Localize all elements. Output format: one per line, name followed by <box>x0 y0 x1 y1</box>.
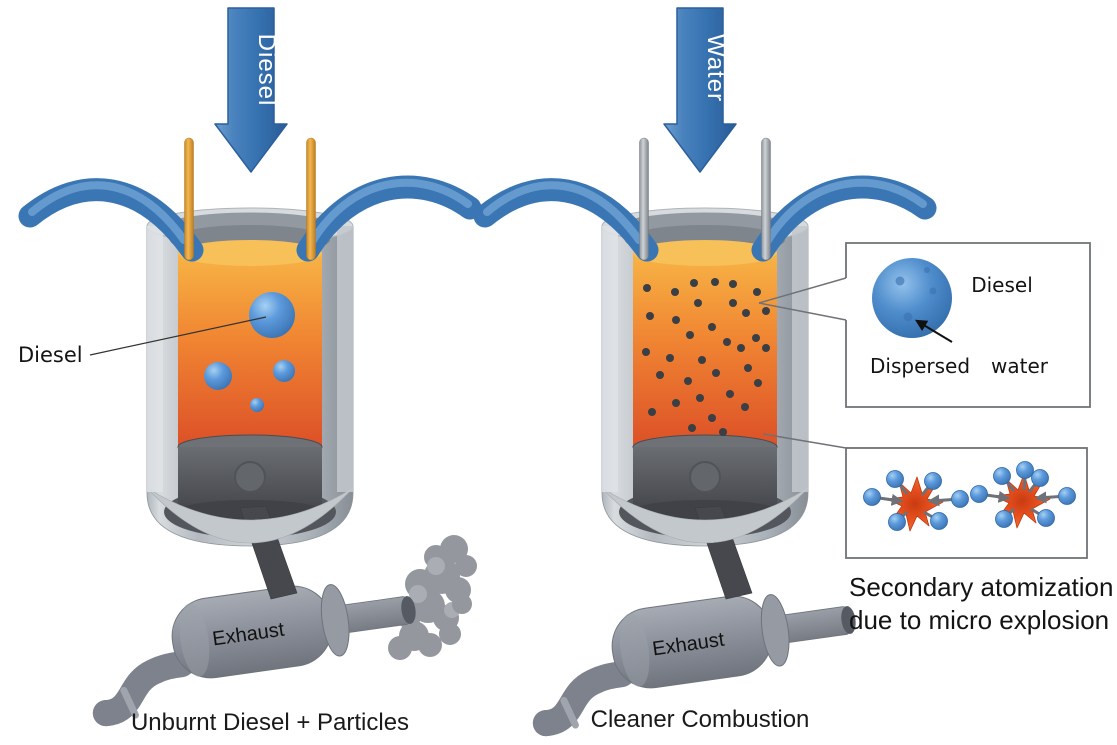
water-droplet-dot <box>726 390 734 398</box>
info-panel: Diesel Dispersed water Secondary atomiza… <box>758 242 1113 635</box>
diesel-callout-label: Diesel <box>18 343 83 367</box>
explosion-connector <box>1022 477 1027 491</box>
diesel-bubble <box>249 292 295 338</box>
water-droplet-dot <box>762 344 770 352</box>
droplet-box-border <box>845 242 1091 408</box>
diesel-droplet-sphere <box>872 258 952 338</box>
callout-line-lower <box>758 302 847 321</box>
right-exhaust-muffler: Exhaust <box>519 579 865 737</box>
water-droplet-dot <box>688 424 696 432</box>
left-diagram: Exhaust Diesel Diesel Unburnt Diesel + P… <box>18 7 477 736</box>
water-word: water <box>991 354 1049 378</box>
water-droplet-dot <box>729 299 737 307</box>
box-diesel-label: Diesel <box>971 273 1033 297</box>
water-droplet-dot <box>753 288 761 296</box>
explosion-caption-line2: due to micro explosion <box>849 605 1109 635</box>
callout-line-upper <box>758 277 847 304</box>
right-diagram: Exhaust Water Cleaner Combustion <box>485 7 925 738</box>
water-droplet-dot <box>711 278 719 286</box>
water-droplet-dot <box>752 334 760 342</box>
water-droplet-dot <box>742 309 750 317</box>
right-injector-rod <box>639 137 649 261</box>
water-droplet-dot <box>672 316 680 324</box>
micro-explosion-box <box>762 433 1088 559</box>
water-droplet-dot <box>643 284 651 292</box>
water-droplet-dot <box>729 280 737 288</box>
dispersed-water-dimples <box>895 267 937 322</box>
diesel-arrow-label: Diesel <box>253 34 280 107</box>
droplet-detail-box: Diesel Dispersed water <box>758 242 1091 408</box>
water-droplet-dot <box>648 408 656 416</box>
left-cylinder <box>30 183 470 599</box>
water-droplet-dot <box>696 394 704 402</box>
diesel-bubble <box>250 398 264 412</box>
water-droplet-dot <box>719 428 727 436</box>
water-droplet-dot <box>741 403 749 411</box>
water-droplet-dot <box>712 369 720 377</box>
water-droplet-dot <box>694 299 702 307</box>
left-caption: Unburnt Diesel + Particles <box>131 709 409 736</box>
water-droplet-dot <box>723 338 731 346</box>
water-droplet-dot <box>646 312 654 320</box>
left-injector-rod <box>184 137 194 261</box>
explosion-caption-line1: Secondary atomization <box>849 572 1113 602</box>
dispersed-word: Dispersed <box>870 354 970 378</box>
water-droplet-dot <box>686 331 694 339</box>
right-injector-rod <box>761 137 771 261</box>
water-droplet-dot <box>671 288 679 296</box>
water-droplet-dot <box>708 414 716 422</box>
water-droplets-layer <box>642 278 770 436</box>
water-droplet-dot <box>698 356 706 364</box>
water-arrow-label: Water <box>702 34 729 102</box>
left-injector-rod <box>306 137 316 261</box>
right-caption: Cleaner Combustion <box>591 706 810 733</box>
explosion-box-leader-line <box>762 433 847 449</box>
water-droplet-dot <box>690 279 698 287</box>
water-droplet-dot <box>737 344 745 352</box>
diesel-bubble <box>204 362 232 390</box>
water-droplet-dot <box>762 307 770 315</box>
water-droplet-dot <box>708 323 716 331</box>
diesel-callout-line <box>89 316 267 356</box>
dispersed-water-pointer-arrow <box>914 319 953 343</box>
diesel-inlet-arrow: Diesel <box>214 7 288 173</box>
muffler-icon <box>79 569 425 727</box>
water-droplet-dot <box>666 354 674 362</box>
water-droplet-dot <box>744 364 752 372</box>
water-inlet-arrow: Water <box>663 7 737 173</box>
left-exhaust-muffler: Exhaust <box>79 569 425 727</box>
water-droplet-dot <box>642 348 650 356</box>
water-droplet-dot <box>754 379 762 387</box>
water-droplet-dot <box>656 371 664 379</box>
ejected-droplet <box>1016 461 1034 479</box>
water-droplet-dot <box>684 377 692 385</box>
fuel-bubbles-layer <box>204 292 295 412</box>
diesel-bubble <box>273 360 295 382</box>
water-droplet-dot <box>672 399 680 407</box>
